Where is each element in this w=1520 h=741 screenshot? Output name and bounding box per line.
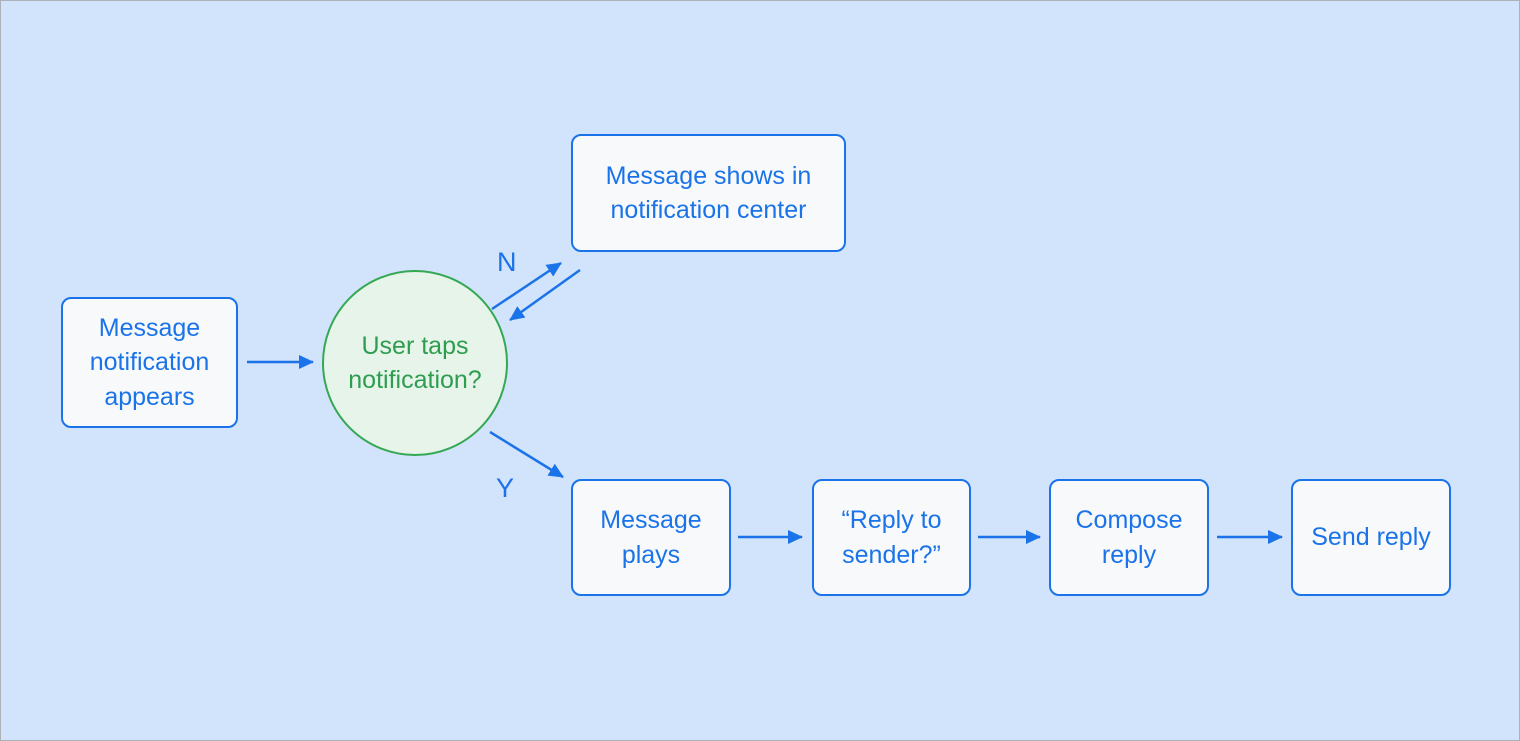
node-label: Message notification appears [89, 313, 210, 411]
edge-label-yes: Y [496, 473, 515, 503]
node-message-shows-in-notification-center: Message shows in notification center [571, 134, 846, 252]
node-label: Compose reply [1075, 506, 1183, 569]
node-label: Message plays [600, 506, 702, 569]
node-label: Send reply [1311, 523, 1431, 552]
edge-notification-center-return [509, 268, 581, 322]
node-user-taps-notification-decision: User taps notification? [322, 270, 508, 456]
edge-label-no: N [497, 247, 517, 277]
node-send-reply: Send reply [1291, 479, 1451, 596]
node-message-notification-appears: Message notification appears [61, 297, 238, 428]
edge-yes-to-message-plays [489, 430, 564, 479]
node-compose-reply: Compose reply [1049, 479, 1209, 596]
node-label: User taps notification? [348, 331, 482, 395]
node-message-plays: Message plays [571, 479, 731, 596]
node-label: “Reply to sender?” [841, 506, 942, 569]
node-reply-to-sender: “Reply to sender?” [812, 479, 971, 596]
node-label: Message shows in notification center [605, 161, 812, 225]
